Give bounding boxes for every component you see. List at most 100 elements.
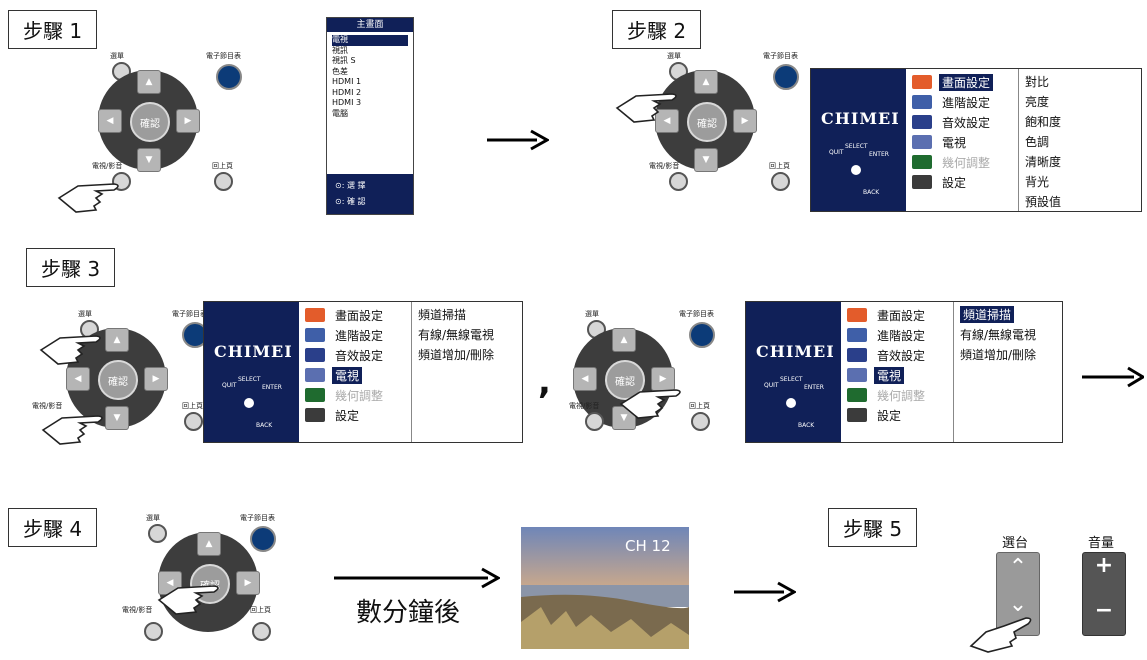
volume-down-icon[interactable]: − xyxy=(1094,598,1114,623)
submenu-item[interactable]: 飽和度 xyxy=(1025,115,1062,129)
menu-item[interactable]: 幾何調整 xyxy=(906,152,1018,172)
channel-down-icon[interactable]: ⌄ xyxy=(1008,592,1028,617)
down-button[interactable]: ▼ xyxy=(105,406,129,430)
menu-item[interactable]: 畫面設定 xyxy=(841,305,953,325)
left-button[interactable]: ◀ xyxy=(98,109,122,133)
menu-item-icon xyxy=(305,408,325,422)
source-menu-item[interactable]: 視訊 S xyxy=(332,56,356,65)
chimei-logo: CHIMEI xyxy=(214,342,293,361)
menu-item[interactable]: 電視 xyxy=(299,365,411,385)
remote-control: 選單 電子節目表 ▲ ◀ ▶ 確認 電視/影音 回上頁 xyxy=(116,510,306,660)
right-button[interactable]: ▶ xyxy=(733,109,757,133)
back-button[interactable] xyxy=(214,172,233,191)
submenu-item[interactable]: 頻道增加/刪除 xyxy=(418,348,495,362)
down-button[interactable]: ▼ xyxy=(137,148,161,172)
back-button[interactable] xyxy=(771,172,790,191)
menu-item-icon xyxy=(847,368,867,382)
submenu-item[interactable]: 頻道掃描 xyxy=(418,308,467,322)
ok-button[interactable]: 確認 xyxy=(130,102,170,142)
menu-item[interactable]: 音效設定 xyxy=(906,112,1018,132)
down-button[interactable]: ▼ xyxy=(694,148,718,172)
source-menu-item[interactable]: 電視 xyxy=(332,35,408,46)
up-button[interactable]: ▲ xyxy=(137,70,161,94)
channel-up-icon[interactable]: ⌃ xyxy=(1008,555,1028,580)
epg-button[interactable] xyxy=(689,322,715,348)
remote-control: 選單 電子節目表 ▲ ▼ ◀ ▶ 確認 電視/影音 回上頁 xyxy=(605,48,799,198)
submenu-item[interactable]: 亮度 xyxy=(1025,95,1050,109)
menu-item[interactable]: 設定 xyxy=(841,405,953,425)
menu-item[interactable]: 設定 xyxy=(299,405,411,425)
tv-menu-picture: CHIMEI QUIT SELECT ENTER BACK 畫面設定進階設定音效… xyxy=(810,68,1142,212)
menu-item[interactable]: 進階設定 xyxy=(906,92,1018,112)
submenu-item[interactable]: 頻道增加/刪除 xyxy=(960,348,1037,362)
source-menu-item[interactable]: HDMI 1 xyxy=(332,77,362,86)
up-button[interactable]: ▲ xyxy=(694,70,718,94)
source-menu-item[interactable]: 色差 xyxy=(332,66,348,76)
volume-up-icon[interactable]: + xyxy=(1094,553,1114,578)
submenu-item[interactable]: 預設值 xyxy=(1025,195,1062,209)
menu-item[interactable]: 幾何調整 xyxy=(841,385,953,405)
nav-pad-icon: QUIT SELECT ENTER BACK xyxy=(829,143,889,196)
channel-rocker[interactable]: ⌃ ⌄ xyxy=(996,552,1040,636)
menu-item[interactable]: 進階設定 xyxy=(841,325,953,345)
source-menu-item[interactable]: 電腦 xyxy=(332,108,348,118)
menu-label: 選單 xyxy=(146,514,160,522)
submenu-item[interactable]: 頻道掃描 xyxy=(960,306,1036,326)
landscape-photo xyxy=(521,527,689,649)
menu-item[interactable]: 幾何調整 xyxy=(299,385,411,405)
back-button[interactable] xyxy=(184,412,203,431)
ok-button[interactable]: 確認 xyxy=(687,102,727,142)
source-menu-item[interactable]: 視訊 xyxy=(332,45,348,55)
volume-rocker[interactable]: + − xyxy=(1082,552,1126,636)
submenu-item[interactable]: 色調 xyxy=(1025,135,1050,149)
menu-item[interactable]: 音效設定 xyxy=(299,345,411,365)
submenu-item[interactable]: 對比 xyxy=(1025,75,1050,89)
up-button[interactable]: ▲ xyxy=(197,532,221,556)
select-hint: ⊙: 選 擇 xyxy=(335,181,366,190)
submenu-item[interactable]: 有線/無線電視 xyxy=(960,328,1037,342)
menu-item[interactable]: 設定 xyxy=(906,172,1018,192)
menu-item[interactable]: 電視 xyxy=(841,365,953,385)
menu-item-icon xyxy=(912,75,932,89)
ok-button[interactable]: 確認 xyxy=(98,360,138,400)
menu-item-label: 音效設定 xyxy=(335,348,384,363)
right-button[interactable]: ▶ xyxy=(236,571,260,595)
source-menu-item[interactable]: HDMI 2 xyxy=(332,87,362,97)
source-button[interactable] xyxy=(144,622,163,641)
menu-item[interactable]: 電視 xyxy=(906,132,1018,152)
menu-item-label: 進階設定 xyxy=(942,95,991,110)
epg-label: 電子節目表 xyxy=(240,514,275,522)
right-button[interactable]: ▶ xyxy=(651,367,675,391)
epg-button[interactable] xyxy=(216,64,242,90)
nav-pad-icon: QUIT SELECT ENTER BACK xyxy=(222,376,282,429)
menu-item-label: 畫面設定 xyxy=(877,308,926,323)
menu-button[interactable] xyxy=(148,524,167,543)
epg-button[interactable] xyxy=(250,526,276,552)
menu-item[interactable]: 畫面設定 xyxy=(906,72,1018,92)
back-button[interactable] xyxy=(252,622,271,641)
source-menu-item[interactable]: HDMI 3 xyxy=(332,98,362,107)
up-button[interactable]: ▲ xyxy=(105,328,129,352)
menu-item[interactable]: 音效設定 xyxy=(841,345,953,365)
menu-item[interactable]: 進階設定 xyxy=(299,325,411,345)
source-label: 電視/影音 xyxy=(569,402,600,410)
back-button[interactable] xyxy=(691,412,710,431)
right-button[interactable]: ▶ xyxy=(176,109,200,133)
submenu-item[interactable]: 清晰度 xyxy=(1025,155,1062,169)
brand-panel: CHIMEI QUIT SELECT ENTER BACK xyxy=(204,302,299,442)
epg-button[interactable] xyxy=(773,64,799,90)
submenu-item[interactable]: 有線/無線電視 xyxy=(418,328,495,342)
source-button[interactable] xyxy=(669,172,688,191)
up-button[interactable]: ▲ xyxy=(612,328,636,352)
left-button[interactable]: ◀ xyxy=(655,109,679,133)
epg-label: 電子節目表 xyxy=(206,52,241,60)
remote-control: 選單 電子節目表 ▲ ▼ ◀ ▶ 確認 電視/影音 回上頁 xyxy=(555,306,745,456)
menu-item[interactable]: 畫面設定 xyxy=(299,305,411,325)
left-button[interactable]: ◀ xyxy=(66,367,90,391)
menu-label: 選單 xyxy=(585,310,599,318)
right-button[interactable]: ▶ xyxy=(144,367,168,391)
menu-item-icon xyxy=(847,348,867,362)
left-button[interactable]: ◀ xyxy=(573,367,597,391)
source-button[interactable] xyxy=(585,412,604,431)
submenu-item[interactable]: 背光 xyxy=(1025,175,1050,189)
